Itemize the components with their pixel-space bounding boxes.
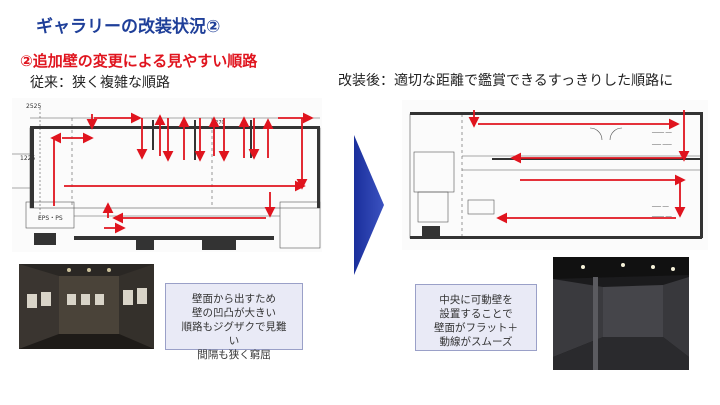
before-note-line: 順路もジグザクで見難 <box>181 321 287 333</box>
before-note-line: 壁面から出すため <box>192 293 276 305</box>
page-subtitle: ②追加壁の変更による見やすい順路 <box>20 52 258 70</box>
after-floor-plan: ──── ── ─── ─── ─── ── ──── ── <box>402 100 708 250</box>
before-gallery-photo <box>19 264 154 349</box>
after-note-box: 中央に可動壁を 設置することで 壁面がフラット＋ 動線がスムーズ <box>415 284 537 351</box>
after-note-line: 壁面がフラット＋ <box>434 322 518 334</box>
svg-text:──── ──: ──── ── <box>651 214 673 220</box>
before-floor-plan: 2525 1225 1270 EPS・PS <box>12 98 322 252</box>
svg-text:──── ──: ──── ── <box>651 130 673 136</box>
direction-arrow-icon <box>354 135 384 275</box>
svg-text:─── ───: ─── ─── <box>651 142 673 148</box>
before-note-box: 壁面から出すため 壁の凹凸が大きい 順路もジグザクで見難 い 間隔も狭く窮屈 <box>165 283 303 361</box>
after-note-line: 設置することで <box>439 308 513 320</box>
eps-label: EPS・PS <box>38 215 63 222</box>
after-note-line: 中央に可動壁を <box>439 294 513 306</box>
after-note-line: 動線がスムーズ <box>439 336 513 348</box>
before-note-line: い <box>228 335 240 347</box>
before-note-line: 壁の凹凸が大きい <box>192 307 276 319</box>
before-note-line: 間隔も狭く窮屈 <box>197 349 271 361</box>
plan-dim-1: 1225 <box>20 155 35 162</box>
after-caption: 改装後：適切な距離で鑑賞できるすっきりした順路に <box>338 73 674 89</box>
page-title: ギャラリーの改装状況② <box>36 17 221 37</box>
svg-text:─── ──: ─── ── <box>651 204 670 210</box>
svg-text:2525: 2525 <box>26 103 41 110</box>
after-gallery-photo <box>553 257 689 370</box>
before-caption: 従来：狭く複雑な順路 <box>30 75 170 91</box>
